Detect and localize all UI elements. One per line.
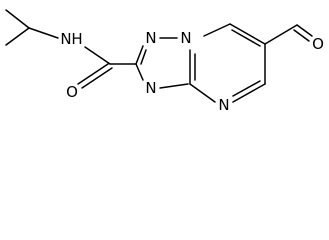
bond-methyl-upper — [5, 9, 30, 29]
bond-c2-n1-inner — [140, 49, 147, 65]
chemical-structure: N H O N N N N O — [5, 9, 324, 114]
bond-cho-o-a — [296, 24, 313, 37]
amide-nitrogen-label: N — [60, 30, 71, 48]
bond-c2-n3 — [135, 63, 144, 81]
bond-c5-n4 — [232, 83, 266, 103]
aldehyde-oxygen-label: O — [312, 35, 324, 53]
bond-n2-c7 — [203, 23, 231, 37]
bond-c7-c6-inner — [231, 29, 261, 47]
pyrimidine-nitrogen-label: N — [218, 96, 229, 114]
bond-methyl-lower — [5, 27, 30, 46]
amide-hydrogen-label: H — [71, 30, 82, 48]
bond-ch-nh — [28, 27, 59, 39]
triazole-n1-label: N — [145, 29, 156, 47]
triazole-n2-label: N — [180, 29, 191, 47]
bond-c5-n4-inner — [232, 80, 261, 97]
bond-nh-carbonyl — [84, 46, 111, 65]
bond-c2-n1 — [135, 45, 144, 65]
bond-carbonyl-double-b — [81, 67, 113, 89]
bond-c7-c6 — [229, 23, 266, 45]
bond-c6-cho — [264, 24, 298, 45]
bond-n3-c3a — [159, 83, 189, 89]
bond-cho-o-b — [293, 29, 310, 42]
carbonyl-oxygen-label: O — [66, 83, 78, 101]
bond-carbonyl-double-a — [77, 63, 109, 85]
bond-n4-c3a — [189, 83, 216, 103]
triazole-n3-label: N — [145, 79, 156, 97]
